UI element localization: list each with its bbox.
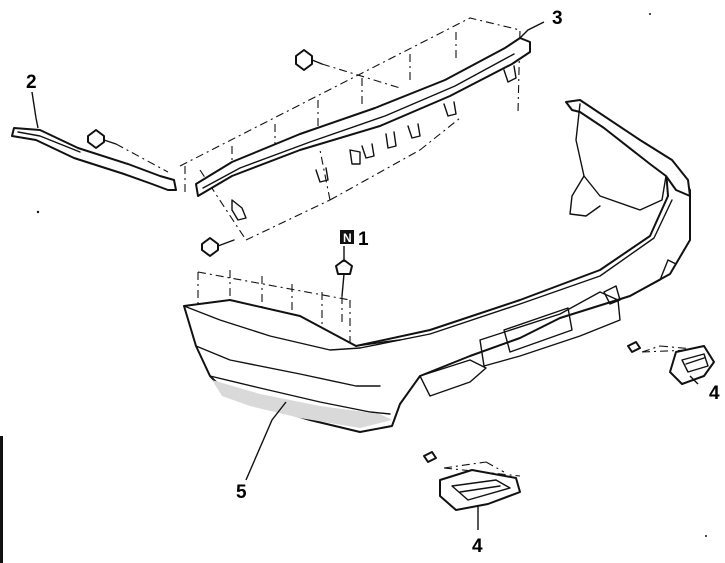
callout-4-right: 4 — [709, 383, 720, 404]
callout-1: 1 — [358, 229, 369, 250]
scan-specks — [36, 13, 707, 537]
callout-3: 3 — [552, 8, 563, 29]
leader-lines — [31, 21, 699, 530]
callout-5: 5 — [236, 482, 247, 503]
bumper-fascia-part-5 — [183, 99, 691, 433]
bolt-icon — [295, 49, 401, 89]
callout-2: 2 — [26, 72, 37, 93]
clip-part-1 — [335, 259, 353, 322]
n-symbol-letter: N — [343, 231, 352, 245]
screw-icon — [201, 237, 235, 257]
side-reflector-part-4-right — [627, 341, 715, 385]
callout-4-bottom: 4 — [472, 536, 483, 557]
side-bracket-part-2 — [11, 127, 177, 191]
scan-edge — [0, 436, 3, 563]
callout-labels: 2 3 N 1 4 4 5 — [26, 8, 720, 557]
n-symbol-icon — [340, 230, 354, 244]
side-reflector-part-4-bottom — [423, 451, 521, 511]
reinforcement-part-3 — [179, 17, 531, 241]
